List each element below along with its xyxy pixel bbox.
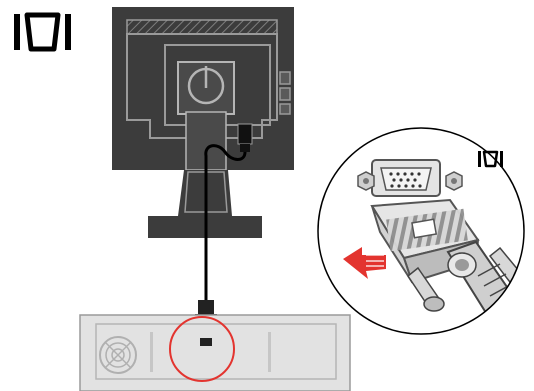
- zoom-border: [317, 127, 525, 335]
- zoom-detail: [317, 127, 525, 335]
- monitor-vga-connector: [237, 123, 253, 145]
- port-highlight-circle: [169, 316, 235, 382]
- monitor-side-button: [279, 87, 291, 101]
- insert-arrow-icon: [343, 247, 386, 279]
- vga-plug-large: [370, 198, 524, 318]
- vga-port-icon: [14, 12, 71, 52]
- monitor-side-button: [279, 103, 291, 115]
- fan-grille-icon: [99, 336, 137, 374]
- monitor-vent: [126, 19, 278, 35]
- monitor-cable-loop: [204, 144, 247, 172]
- plug-thumbscrew-left: [406, 266, 445, 312]
- pc-rear-panel: [79, 314, 351, 391]
- monitor-side-button: [279, 71, 291, 85]
- plug-label: [411, 218, 438, 239]
- jack-screw-left: [357, 171, 375, 191]
- jack-screw-right: [445, 171, 463, 191]
- pc-vga-port: [200, 338, 212, 346]
- monitor-rear-view: [112, 7, 294, 238]
- vga-port-icon-small: [478, 150, 503, 168]
- monitor-housing-outline: [126, 33, 278, 139]
